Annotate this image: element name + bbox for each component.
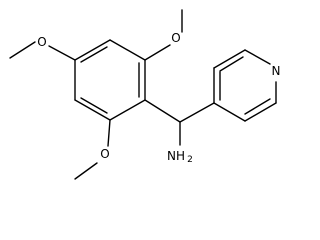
nitrogen-label-pyridine: N	[272, 64, 281, 78]
amine-subscript: 2	[187, 155, 193, 165]
oxygen-label-top: O	[171, 31, 180, 45]
molecule-structure: O O O N NH 2	[9, 9, 281, 180]
methoxy-bottom	[74, 119, 111, 180]
methoxy-left	[9, 41, 76, 61]
amine-label: NH 2	[167, 149, 193, 165]
methine-bonds	[144, 99, 215, 146]
oxygen-label-bottom: O	[100, 147, 109, 161]
pyridine-ring	[213, 49, 277, 122]
methoxy-top	[144, 9, 183, 61]
benzene-ring	[74, 39, 146, 121]
oxygen-label-left: O	[37, 35, 46, 49]
amine-nh-text: NH	[167, 149, 185, 163]
